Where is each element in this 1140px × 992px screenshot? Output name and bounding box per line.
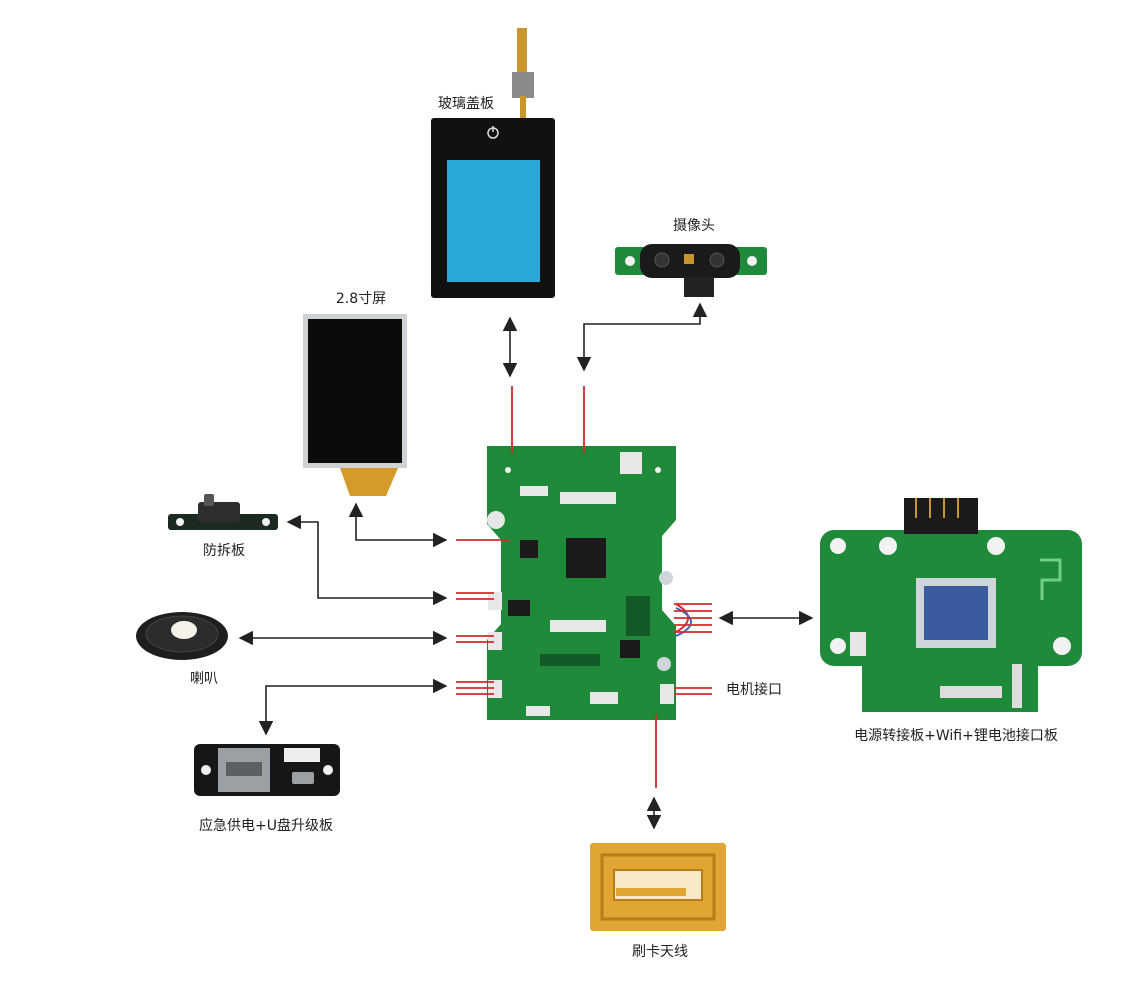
arrow-screen — [348, 502, 448, 548]
card-antenna-label: 刷卡天线 — [632, 944, 688, 960]
speaker-label: 喇叭 — [190, 671, 218, 687]
power-board-label: 电源转接板+Wifi+锂电池接口板 — [854, 727, 1058, 744]
connector-indicators — [456, 386, 712, 788]
screen-flex-cable — [340, 468, 398, 496]
screen-module — [303, 314, 407, 496]
camera-label: 摄像头 — [673, 218, 715, 234]
speaker-module — [136, 612, 228, 660]
main-board-pcb — [487, 446, 676, 720]
camera-module — [615, 244, 767, 297]
connection-arrows — [238, 302, 814, 830]
usb-board-label: 应急供电+U盘升级板 — [199, 817, 333, 834]
main-board — [487, 446, 692, 720]
camera-lens-right — [709, 252, 725, 268]
fpc-connector-top — [560, 492, 616, 504]
glass-cover-module — [431, 28, 555, 298]
power-board-module — [820, 498, 1082, 712]
glass-cover-connector — [512, 72, 534, 98]
tamper-port — [488, 592, 502, 610]
arrow-camera — [576, 302, 708, 372]
main-chip — [566, 538, 606, 578]
camera-flex-cable — [684, 277, 714, 297]
wifi-antenna-trace — [1040, 558, 1062, 600]
tamper-switch — [198, 502, 240, 522]
arrow-tamper-board — [286, 514, 448, 606]
speaker-cone — [171, 621, 197, 639]
camera-lens-left — [654, 252, 670, 268]
speaker-port — [488, 632, 502, 650]
motor-port — [660, 684, 674, 704]
micro-usb-port — [292, 772, 314, 784]
arrow-usb-board — [258, 678, 448, 736]
tamper-board-label: 防拆板 — [203, 543, 245, 559]
motor-port-label: 电机接口 — [726, 681, 782, 698]
fpc-connector-middle — [550, 620, 606, 632]
tamper-board-module — [168, 494, 278, 530]
buzzer — [487, 511, 505, 529]
glass-cover-flex-cable — [517, 28, 527, 76]
screen-display — [308, 319, 402, 463]
card-antenna-module — [590, 843, 726, 931]
screen-label: 2.8寸屏 — [336, 291, 386, 307]
usb-board-connector — [284, 748, 320, 762]
glass-cover-display-area — [447, 160, 540, 282]
usb-board-module — [194, 744, 340, 796]
glass-cover-label: 玻璃盖板 — [438, 95, 494, 112]
power-board-header — [940, 686, 1002, 698]
